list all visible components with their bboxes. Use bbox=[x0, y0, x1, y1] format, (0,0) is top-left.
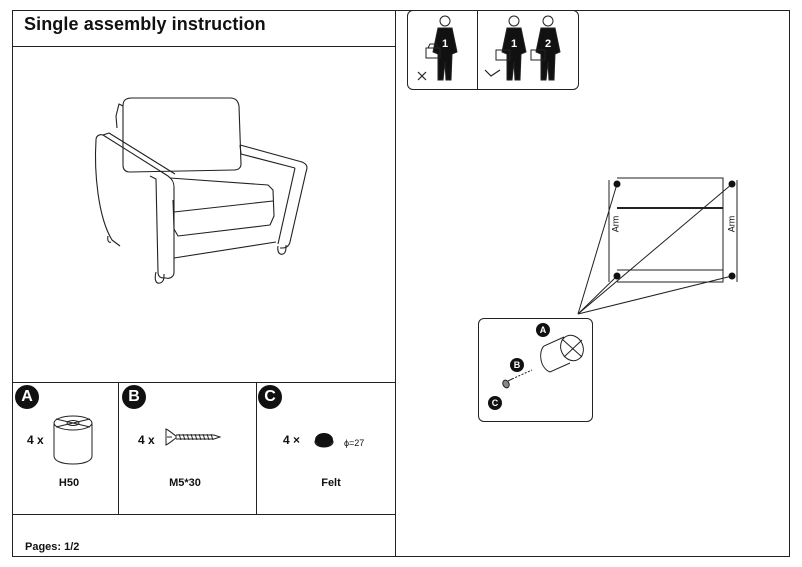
worker-one-number: 1 bbox=[511, 38, 517, 50]
worker-two-number: 2 bbox=[545, 38, 551, 50]
detail-badge-c: C bbox=[488, 396, 502, 410]
armchair-illustration bbox=[94, 97, 308, 284]
arm-label-right: Arm bbox=[726, 215, 737, 233]
parts-col-divider-1 bbox=[118, 382, 119, 514]
exploded-foot-assembly bbox=[502, 334, 584, 389]
part-c-spec: ϕ=27 bbox=[344, 438, 365, 448]
check-icon bbox=[484, 69, 501, 77]
screw-icon bbox=[165, 428, 222, 446]
detail-badge-b: B bbox=[510, 358, 524, 372]
parts-col-divider-2 bbox=[256, 382, 257, 514]
part-b-quantity: 4 x bbox=[138, 433, 155, 447]
part-a-badge: A bbox=[15, 385, 39, 409]
two-workers-icon: 1 2 bbox=[484, 15, 561, 81]
part-b-name: M5*30 bbox=[169, 477, 201, 489]
felt-pad-icon bbox=[314, 433, 334, 448]
arm-label-left: Arm bbox=[610, 215, 621, 233]
worker-box-separator bbox=[477, 11, 478, 89]
parts-table-bottom-border bbox=[12, 514, 395, 515]
page-number: Pages: 1/2 bbox=[25, 541, 80, 553]
parts-table-top-border bbox=[12, 382, 395, 383]
page-title: Single assembly instruction bbox=[24, 14, 266, 34]
single-worker-number: 1 bbox=[442, 38, 448, 50]
title-underline bbox=[12, 46, 395, 47]
foot-icon bbox=[53, 415, 93, 465]
detail-badge-a: A bbox=[536, 323, 550, 337]
leg-position-marker bbox=[728, 272, 736, 280]
part-a-name: H50 bbox=[58, 477, 80, 489]
part-a-quantity: 4 x bbox=[27, 433, 44, 447]
part-b-badge: B bbox=[122, 385, 146, 409]
leg-position-marker bbox=[613, 180, 621, 188]
page-divider bbox=[395, 10, 396, 557]
part-c-name: Felt bbox=[321, 477, 341, 489]
leg-position-marker bbox=[613, 272, 621, 280]
part-c-quantity: 4 × bbox=[283, 433, 301, 447]
leg-position-marker bbox=[728, 180, 736, 188]
part-c-badge: C bbox=[258, 385, 282, 409]
chair-base-diagram bbox=[577, 177, 738, 315]
single-worker-icon: 1 bbox=[417, 15, 458, 81]
cross-icon bbox=[417, 71, 427, 81]
page-frame bbox=[12, 10, 790, 557]
